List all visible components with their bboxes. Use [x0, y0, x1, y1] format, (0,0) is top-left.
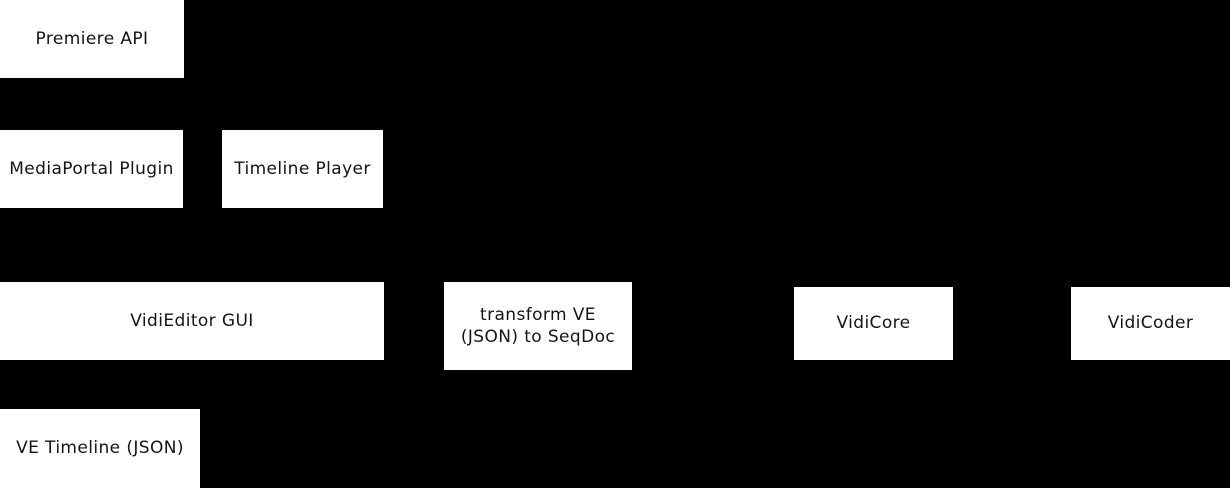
diagram-node-label: VidiEditor GUI — [130, 310, 254, 331]
diagram-node-premiere-api[interactable]: Premiere API — [0, 0, 184, 78]
diagram-node-vidicoder[interactable]: VidiCoder — [1071, 287, 1230, 360]
diagram-node-vidicore[interactable]: VidiCore — [794, 287, 953, 360]
diagram-node-label: VE Timeline (JSON) — [16, 438, 184, 459]
diagram-node-label: transform VE (JSON) to SeqDoc — [460, 304, 616, 347]
diagram-node-mediaportal-plugin[interactable]: MediaPortal Plugin — [0, 130, 183, 208]
diagram-node-vidieditor-gui[interactable]: VidiEditor GUI — [0, 282, 384, 360]
diagram-node-label: Timeline Player — [234, 158, 371, 179]
diagram-node-label: VidiCore — [836, 313, 911, 334]
diagram-node-label: VidiCoder — [1107, 313, 1194, 334]
diagram-node-transform-ve[interactable]: transform VE (JSON) to SeqDoc — [444, 282, 632, 370]
diagram-node-ve-timeline-json[interactable]: VE Timeline (JSON) — [0, 409, 200, 488]
diagram-node-label: MediaPortal Plugin — [9, 158, 174, 179]
diagram-node-timeline-player[interactable]: Timeline Player — [222, 130, 383, 208]
diagram-node-label: Premiere API — [35, 28, 149, 49]
